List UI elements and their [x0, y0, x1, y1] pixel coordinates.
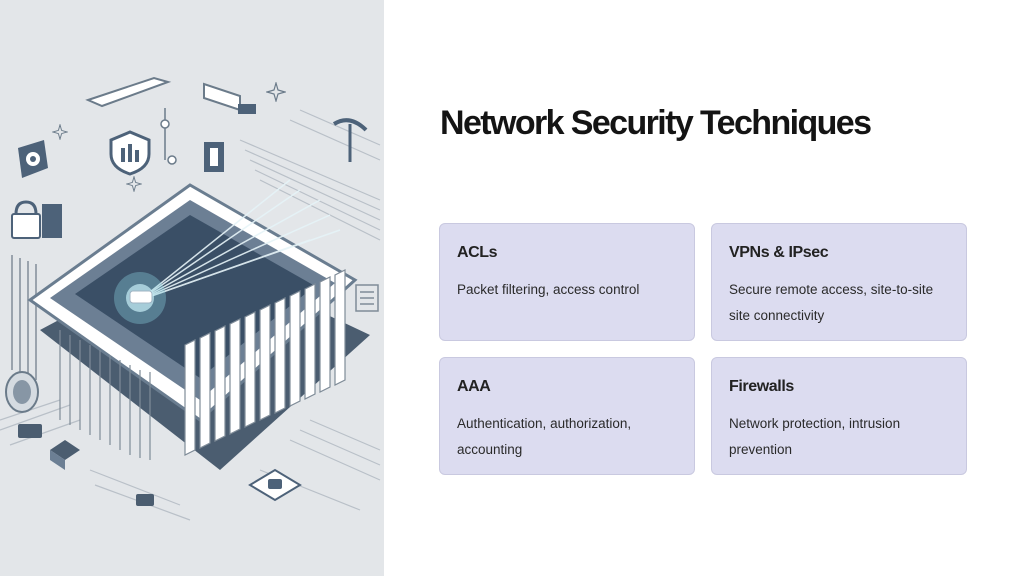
- server-chassis-icon: [203, 82, 256, 114]
- server-chassis-icon: [0, 109, 381, 521]
- sparkle-icon: [126, 176, 142, 192]
- card-aaa: AAA Authentication, authorization, accou…: [439, 357, 695, 475]
- card-description: Secure remote access, site-to-site site …: [729, 282, 934, 323]
- card-description: Authentication, authorization, accountin…: [457, 416, 632, 457]
- card-title: VPNs & IPsec: [729, 244, 829, 261]
- slide-title: Network Security Techniques: [440, 104, 872, 142]
- pickaxe-icon: [332, 118, 368, 162]
- sparkle-icon: [266, 82, 286, 102]
- server-chassis-icon: [85, 76, 172, 108]
- card-title: ACLs: [457, 244, 498, 261]
- card-description: Network protection, intrusion prevention: [729, 416, 901, 457]
- network-node-icon: [160, 108, 177, 165]
- lock-icon: [11, 200, 62, 239]
- card-description: Packet filtering, access control: [457, 282, 640, 297]
- card-title: Firewalls: [729, 378, 794, 395]
- card-firewalls: Firewalls Network protection, intrusion …: [711, 357, 967, 475]
- card-vpns-ipsec: VPNs & IPsec Secure remote access, site-…: [711, 223, 967, 341]
- card-acls: ACLs Packet filtering, access control: [439, 223, 695, 341]
- lock-icon: [18, 140, 48, 178]
- shield-icon: [109, 130, 151, 176]
- network-security-illustration: [0, 0, 384, 576]
- sparkle-icon: [52, 124, 68, 140]
- fingerprint-icon: [204, 142, 224, 172]
- card-title: AAA: [457, 378, 491, 395]
